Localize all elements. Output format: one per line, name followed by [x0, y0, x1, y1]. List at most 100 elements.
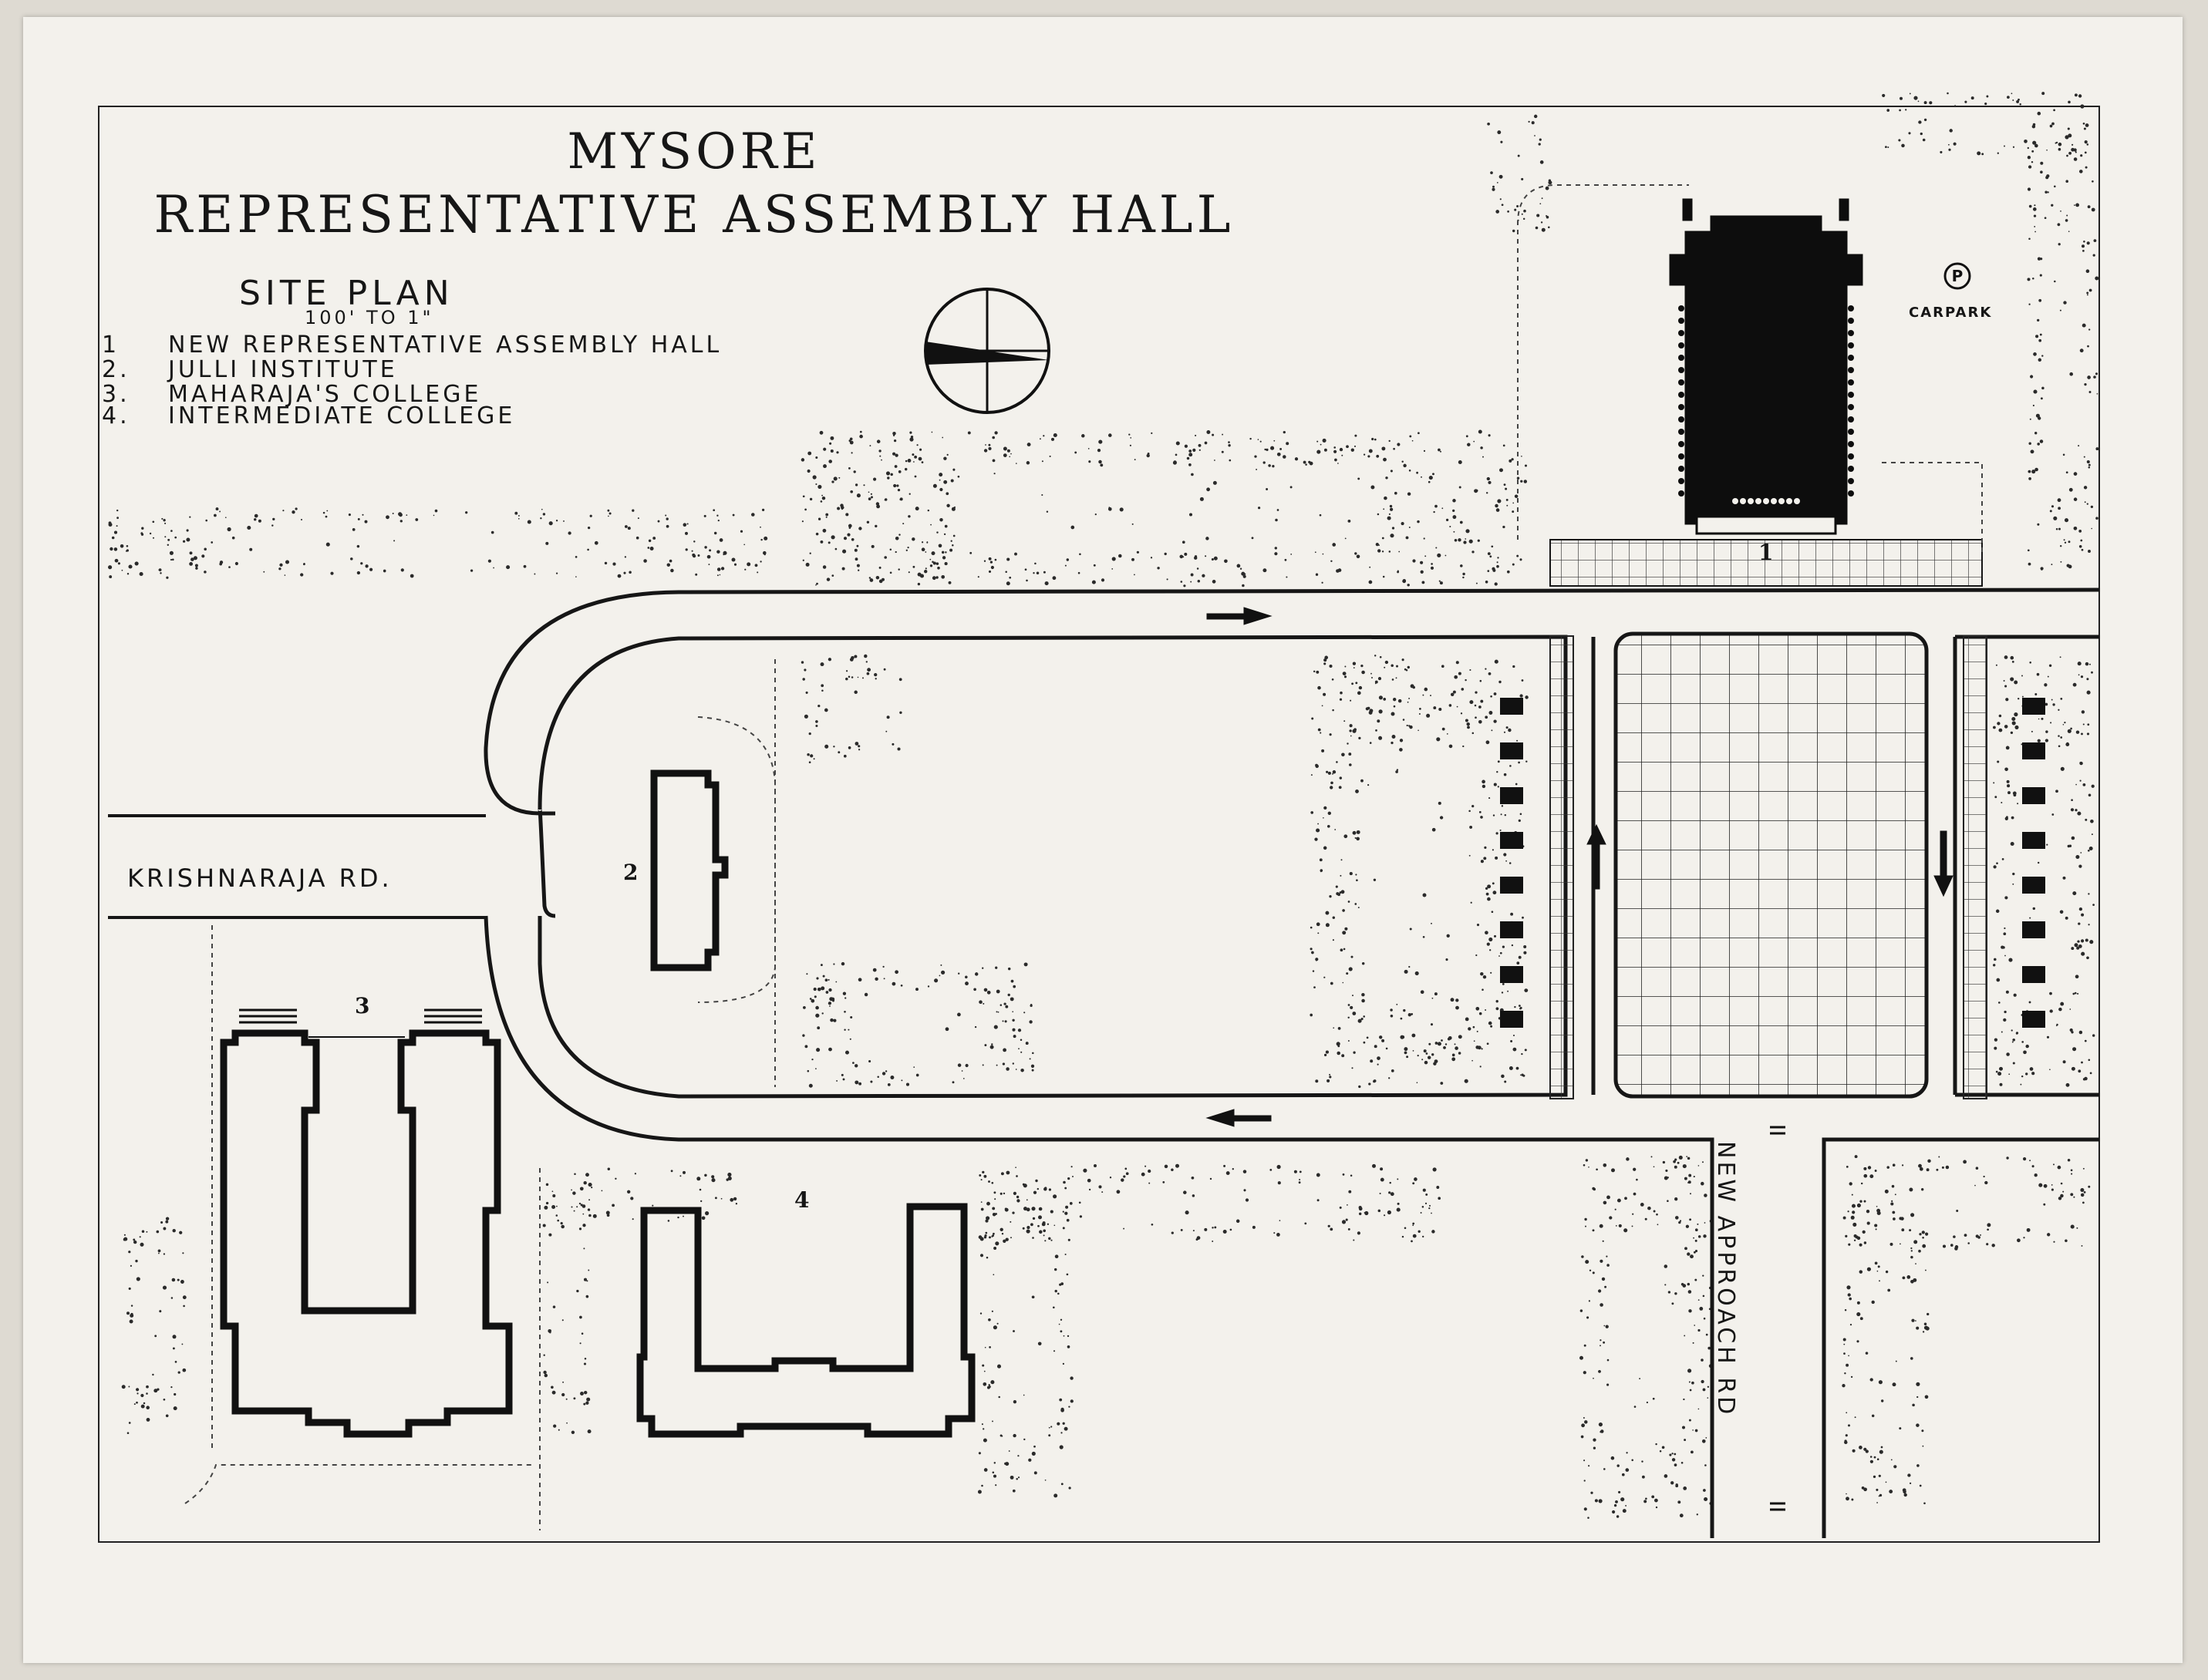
tree-stipple: [1453, 530, 1455, 533]
tree-stipple: [583, 1181, 587, 1185]
tree-stipple: [1423, 537, 1425, 540]
tree-stipple: [717, 519, 720, 522]
tree-stipple: [1010, 1220, 1012, 1223]
tree-stipple: [1043, 571, 1046, 574]
tree-stipple: [1876, 1208, 1881, 1213]
tree-stipple: [555, 520, 558, 522]
tree-stipple: [2071, 143, 2074, 146]
tree-stipple: [588, 1199, 591, 1201]
tree-stipple: [493, 567, 494, 569]
tree-stipple: [1325, 911, 1330, 915]
tree-stipple: [194, 564, 198, 567]
tree-stipple: [1684, 1439, 1687, 1442]
tree-stipple: [1451, 1057, 1456, 1062]
tree-stipple: [1408, 697, 1411, 699]
tree-stipple: [1468, 810, 1471, 813]
tree-stipple: [1922, 1331, 1925, 1333]
tree-stipple: [415, 518, 419, 521]
tree-stipple: [2065, 135, 2069, 140]
tree-stipple: [573, 1397, 576, 1400]
tree-stipple: [1372, 1163, 1376, 1168]
right-paving-strip: [1963, 635, 1987, 1099]
tree-stipple: [2080, 104, 2085, 109]
tree-stipple: [1616, 1198, 1621, 1203]
tree-stipple: [1044, 1240, 1047, 1242]
tree-stipple: [128, 1385, 130, 1388]
tree-stipple: [2081, 548, 2084, 551]
hall-column: [1848, 416, 1854, 423]
tree-stipple: [1290, 554, 1293, 555]
tree-stipple: [856, 564, 860, 567]
tree-stipple: [160, 1220, 163, 1224]
tree-stipple: [983, 1438, 987, 1443]
tree-stipple: [2085, 166, 2088, 169]
tree-stipple: [1329, 1073, 1331, 1076]
tree-stipple: [2040, 397, 2043, 400]
tree-stipple: [1037, 1342, 1042, 1346]
tree-stipple: [1059, 1398, 1063, 1402]
tree-stipple: [1916, 1464, 1920, 1467]
tree-stipple: [555, 572, 558, 574]
tree-stipple: [979, 1174, 982, 1177]
tree-stipple: [1393, 447, 1395, 450]
tree-stipple: [1361, 670, 1365, 675]
tree-stipple: [2003, 1018, 2007, 1022]
tree-stipple: [128, 1422, 131, 1424]
tree-stipple: [165, 1217, 170, 1220]
tree-stipple: [994, 558, 997, 561]
tree-stipple: [1323, 846, 1327, 850]
tree-stipple: [854, 655, 858, 658]
tree-stipple: [1109, 1177, 1112, 1179]
tree-stipple: [174, 536, 177, 539]
tree-stipple: [1067, 1335, 1070, 1338]
tree-stipple: [1613, 1503, 1617, 1507]
tree-stipple: [1893, 1217, 1896, 1220]
tree-stipple: [2039, 333, 2042, 336]
tree-stipple: [128, 1251, 131, 1254]
tree-stipple: [2067, 1159, 2071, 1162]
tree-stipple: [1311, 717, 1314, 720]
tree-stipple: [117, 562, 120, 565]
tree-stipple: [984, 1044, 987, 1047]
tree-stipple: [2082, 1201, 2085, 1204]
parking-icon: P: [1943, 262, 1971, 290]
tree-stipple: [1327, 813, 1330, 814]
tree-stipple: [1465, 1017, 1469, 1022]
tree-stipple: [875, 678, 877, 680]
tree-stipple: [1579, 1309, 1583, 1312]
tree-stipple: [2088, 328, 2091, 331]
tree-stipple: [2032, 907, 2036, 911]
tree-stipple: [1422, 935, 1425, 938]
tree-stipple: [1454, 675, 1458, 679]
tree-stipple: [1257, 507, 1261, 510]
tree-stipple: [844, 1029, 846, 1031]
tree-stipple: [806, 973, 808, 975]
tree-stipple: [992, 459, 996, 463]
tree-stipple: [1347, 742, 1349, 745]
tree-stipple: [2012, 872, 2015, 876]
tree-stipple: [1363, 1041, 1366, 1044]
tree-stipple: [116, 509, 119, 512]
tree-stipple: [227, 527, 231, 532]
tree-stipple: [1922, 1244, 1927, 1248]
tree-stipple: [1707, 1346, 1711, 1350]
tree-stipple: [2088, 466, 2091, 469]
tree-stipple: [1356, 879, 1358, 882]
tree-stipple: [807, 469, 811, 473]
tree-stipple: [916, 444, 919, 446]
legend-number: 4.: [102, 402, 130, 429]
tree-stipple: [1327, 771, 1331, 775]
tree-stipple: [1687, 1282, 1691, 1286]
tree-stipple: [1407, 701, 1409, 703]
tree-stipple: [560, 1221, 563, 1225]
tree-stipple: [2069, 372, 2074, 376]
tree-stipple: [820, 964, 823, 967]
tree-stipple: [816, 977, 819, 980]
tree-stipple: [1384, 1214, 1386, 1217]
tree-stipple: [667, 1220, 670, 1222]
tree-stipple: [1856, 1312, 1861, 1317]
tree-stipple: [1347, 901, 1350, 903]
tree-stipple: [1844, 1309, 1847, 1311]
tree-stipple: [988, 1318, 991, 1321]
tree-stipple: [630, 1197, 634, 1200]
